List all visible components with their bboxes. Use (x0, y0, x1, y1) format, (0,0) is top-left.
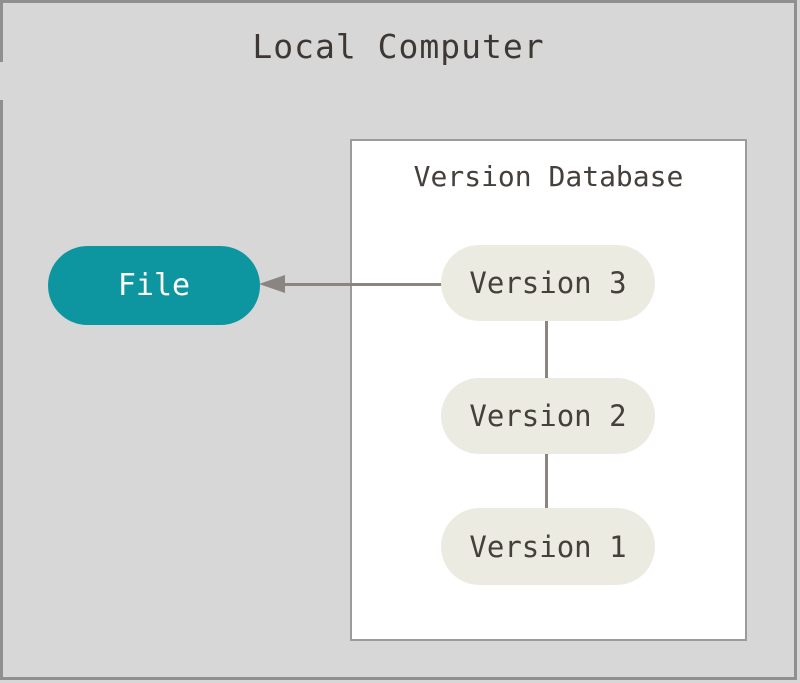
version-2-node: Version 2 (441, 378, 655, 454)
version-database-title: Version Database (413, 160, 684, 193)
frame-border-gap (0, 62, 3, 100)
arrow-line-version3-to-file (282, 283, 442, 286)
version-1-node: Version 1 (441, 508, 655, 585)
version-3-node: Version 3 (441, 245, 655, 321)
diagram-title: Local Computer (252, 27, 545, 66)
arrow-head-icon (259, 275, 285, 293)
connector-version2-version1 (545, 454, 548, 508)
connector-version3-version2 (545, 321, 548, 378)
file-node: File (48, 246, 260, 325)
